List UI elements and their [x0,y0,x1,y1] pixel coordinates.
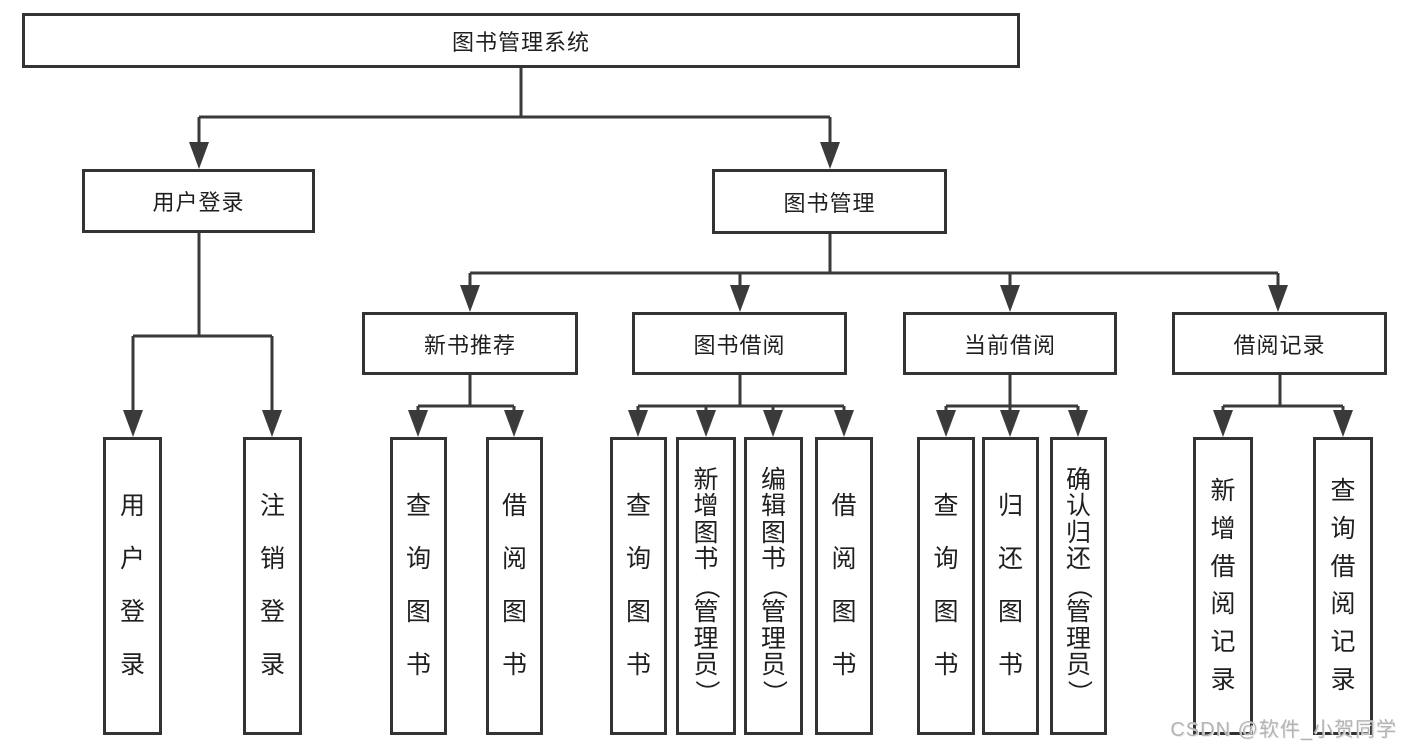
arrowhead-icon [834,410,854,437]
node-book-management: 图书管理 [712,169,947,234]
leaf-query-borrow-record: 查询借阅记录 [1313,437,1373,735]
node-borrow-records: 借阅记录 [1172,312,1387,375]
leaf-query-book-current: 查询图书 [917,437,975,735]
leaf-borrow-book: 借阅图书 [815,437,873,735]
node-book-borrow: 图书借阅 [632,312,847,375]
leaf-query-book-recommend: 查询图书 [390,437,447,735]
arrowhead-icon [262,410,282,437]
arrowhead-icon [696,410,716,437]
leaf-query-book-borrow: 查询图书 [610,437,667,735]
arrowhead-icon [1213,410,1233,437]
arrowhead-icon [1000,410,1020,437]
node-root: 图书管理系统 [22,13,1020,68]
leaf-return-book: 归还图书 [982,437,1039,735]
leaf-user-login-action: 用户登录 [103,437,162,735]
arrowhead-icon [1268,285,1288,312]
arrowhead-icon [1333,410,1353,437]
leaf-borrow-book-recommend: 借阅图书 [486,437,543,735]
leaf-add-borrow-record: 新增借阅记录 [1193,437,1253,735]
arrowhead-icon [1000,285,1020,312]
arrowhead-icon [189,142,209,169]
arrowhead-icon [460,285,480,312]
arrowhead-icon [763,410,783,437]
arrowhead-icon [936,410,956,437]
arrowheads [123,142,1353,437]
arrowhead-icon [820,142,840,169]
node-new-book-recommend: 新书推荐 [362,312,578,375]
arrowhead-icon [730,285,750,312]
leaf-edit-book-admin: 编辑图书（管理员） [744,437,803,735]
node-current-borrow: 当前借阅 [903,312,1117,375]
leaf-confirm-return-admin: 确认归还（管理员） [1050,437,1107,735]
arrowhead-icon [628,410,648,437]
leaf-logout: 注销登录 [243,437,302,735]
arrowhead-icon [504,410,524,437]
arrowhead-icon [1068,410,1088,437]
node-user-login: 用户登录 [82,169,315,233]
arrowhead-icon [123,410,143,437]
csdn-watermark: CSDN @软件_小贺同学 [1170,719,1397,741]
leaf-add-book-admin: 新增图书（管理员） [676,437,736,735]
arrowhead-icon [408,410,428,437]
